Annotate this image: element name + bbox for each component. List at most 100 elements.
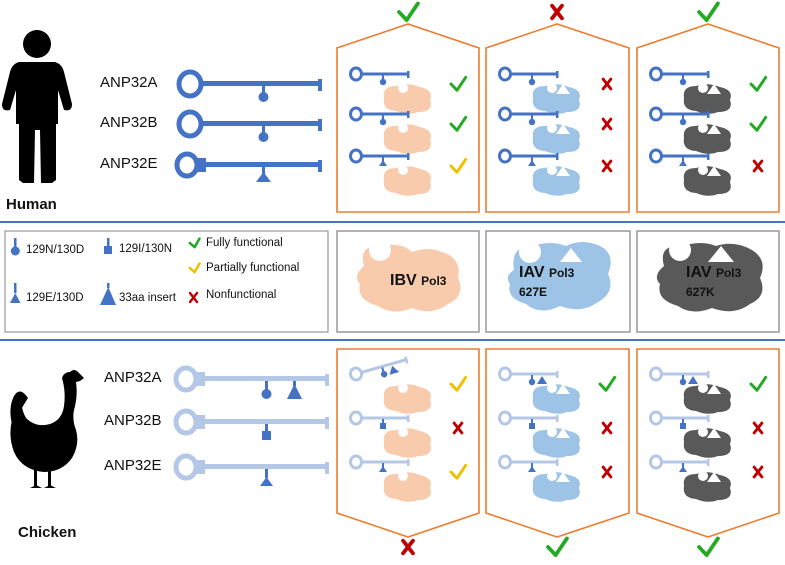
small-pol-shape [532, 83, 580, 114]
small-key [498, 366, 559, 386]
legend-label-33aa: 33aa insert [119, 292, 176, 304]
pol-ibv-label: IBV Pol3 [390, 272, 446, 290]
small-key [649, 454, 710, 472]
human-overall-undefined [397, 1, 420, 22]
small-key [349, 454, 410, 472]
legend-cross-icon [188, 291, 199, 304]
iav627e-pol-shape [507, 241, 611, 311]
small-key [498, 148, 559, 166]
panel-items [348, 66, 731, 502]
human-overall-undefined [550, 3, 564, 21]
chicken-overall-undefined [697, 536, 720, 557]
human-row0-undefined [601, 77, 613, 91]
chicken-row2-undefined [601, 465, 613, 479]
pol-iav627k-name: IAV [686, 264, 712, 281]
chicken-row0-undefined [449, 375, 468, 392]
legend-label-partially: Partially functional [206, 262, 300, 274]
small-key [649, 106, 710, 126]
small-key [349, 66, 410, 86]
human-row2-undefined [752, 159, 764, 173]
human-iav627e-panel [485, 23, 630, 213]
chicken-row0-undefined [598, 375, 617, 392]
human-row1-undefined [601, 117, 613, 131]
small-pol-shape [383, 427, 431, 458]
human-gene-label-b: ANP32B [100, 114, 158, 131]
small-pol-shape [683, 165, 731, 196]
human-ibv-panel [336, 23, 480, 213]
small-pol-shape [532, 165, 580, 196]
chicken-row1-undefined [601, 421, 613, 435]
chicken-gene-label-b: ANP32B [104, 412, 162, 429]
small-key [649, 148, 710, 166]
pol-ibv-sub: Pol3 [421, 274, 447, 288]
human-anp32b-key [176, 109, 322, 142]
pol-iav627e-mutation: 627E [519, 285, 548, 299]
legend-label-129N: 129N/130D [26, 244, 85, 256]
small-pol-shape [383, 165, 431, 196]
small-key [498, 66, 559, 86]
chicken-gene-label-a: ANP32A [104, 369, 162, 386]
small-key [649, 66, 710, 86]
legend-129N-icon [14, 238, 17, 247]
human-keys [174, 69, 322, 182]
chicken-row1-undefined [752, 421, 764, 435]
human-overall-undefined [697, 1, 720, 22]
human-anp32a-key [176, 69, 322, 102]
status-marks [397, 1, 768, 557]
small-pol-shape [383, 471, 431, 502]
chicken-overall-undefined [401, 538, 415, 556]
chicken-panel-items-1 [498, 366, 580, 502]
small-pol-shape [383, 83, 431, 114]
small-key [349, 410, 410, 429]
small-key [649, 366, 710, 386]
legend-129E-icon [14, 283, 17, 293]
pol-iav627k-mutation: 627K [686, 285, 715, 299]
chicken-key-markers [260, 381, 302, 486]
small-key [498, 410, 559, 429]
small-pol-shape [683, 471, 731, 502]
chicken-row0-undefined [749, 375, 768, 392]
human-row1-undefined [449, 115, 468, 132]
chicken-panel-items-2 [649, 366, 731, 502]
human-panel-items-0 [349, 66, 431, 196]
human-panel-items-1 [498, 66, 580, 196]
human-silhouette [2, 30, 72, 183]
legend-label-129E: 129E/130D [26, 292, 84, 304]
legend-symbols [10, 238, 116, 305]
ibv-pol-shape [356, 239, 461, 312]
human-iav627k-panel [636, 23, 780, 213]
chicken-keys [173, 365, 329, 481]
small-key [348, 356, 409, 382]
legend-129I-icon [107, 238, 110, 246]
small-key [498, 454, 559, 472]
species-label-chicken: Chicken [18, 524, 77, 541]
human-gene-label-a: ANP32A [100, 74, 158, 91]
small-pol-shape [532, 383, 580, 414]
legend-label-fully: Fully functional [206, 237, 283, 249]
chicken-overall-undefined [546, 536, 569, 557]
iav627k-pol-shape [656, 239, 763, 312]
chicken-silhouette [10, 370, 84, 488]
human-row1-undefined [749, 115, 768, 132]
pol-iav627k-sub: Pol3 [715, 266, 742, 280]
pol-ibv-name: IBV [390, 272, 417, 289]
small-pol-shape [532, 123, 580, 154]
chicken-anp32b-key [173, 408, 329, 436]
legend-label-129I: 129I/130N [119, 243, 173, 255]
pol-iav627e-name: IAV [519, 264, 545, 281]
chicken-iav627e-panel [485, 348, 630, 538]
legend-label-non: Nonfunctional [206, 289, 277, 301]
pol-iav627e-label: IAV Pol3 [519, 264, 574, 282]
human-row2-undefined [449, 157, 468, 174]
small-pol-shape [383, 383, 431, 414]
chicken-gene-label-e: ANP32E [104, 457, 162, 474]
small-key [498, 106, 559, 126]
small-pol-shape [532, 471, 580, 502]
human-anp32e-key [174, 151, 322, 182]
chicken-row2-undefined [752, 465, 764, 479]
small-pol-shape [683, 83, 731, 114]
species-label-human: Human [6, 196, 57, 213]
human-row2-undefined [601, 159, 613, 173]
human-panel-items-2 [649, 66, 731, 196]
